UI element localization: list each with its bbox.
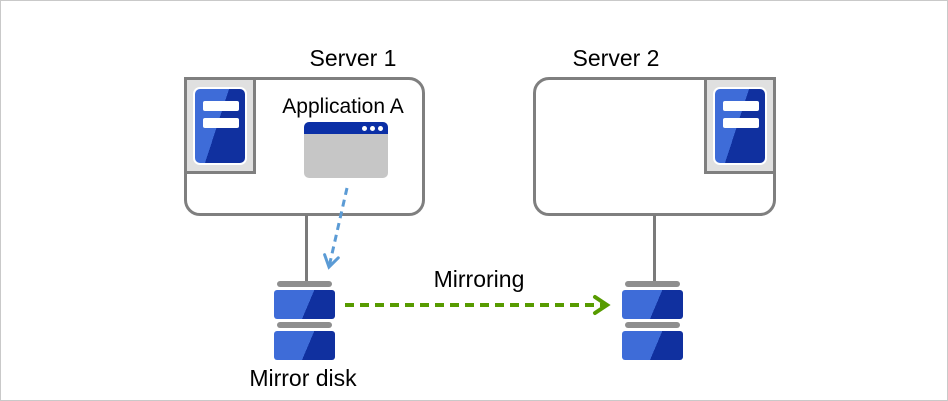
server-tower-icon xyxy=(193,86,247,165)
disk-cap xyxy=(625,281,680,287)
server1-disk-connector xyxy=(305,215,308,282)
tower-slot-bar xyxy=(723,100,759,111)
tower-slot-bar xyxy=(203,117,239,128)
disk-cap xyxy=(625,322,680,328)
server1-icon-box xyxy=(184,77,256,174)
tower-slot-bar xyxy=(203,100,239,111)
disk-stack-icon-left xyxy=(274,281,335,363)
window-dot-icon xyxy=(378,125,383,131)
window-dot-icon xyxy=(362,125,367,131)
mirroring-label: Mirroring xyxy=(433,266,525,292)
application-label: Application A xyxy=(282,95,404,118)
server-tower-icon xyxy=(713,86,767,165)
tower-slot-bar xyxy=(723,117,759,128)
disk-cap xyxy=(277,322,332,328)
disk-cap xyxy=(277,281,332,287)
app-window-titlebar xyxy=(304,122,388,134)
app-window-icon xyxy=(304,122,388,178)
disk-platter xyxy=(622,331,683,360)
server1-label: Server 1 xyxy=(309,45,397,71)
disk-platter xyxy=(622,290,683,319)
disk-stack-icon-right xyxy=(622,281,683,363)
mirror-disk-label: Mirror disk xyxy=(249,365,357,391)
disk-platter xyxy=(274,331,335,360)
server2-label: Server 2 xyxy=(572,45,660,71)
server2-disk-connector xyxy=(653,215,656,282)
disk-platter xyxy=(274,290,335,319)
window-dot-icon xyxy=(370,125,375,131)
server2-icon-box xyxy=(704,77,776,174)
